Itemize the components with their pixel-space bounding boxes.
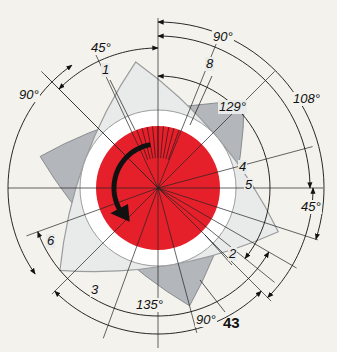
callout-number: 4 [238, 160, 247, 174]
callout-number: 1 [101, 63, 110, 77]
angle-dimension: 45° [90, 41, 112, 55]
angle-dimension: 90° [195, 313, 217, 327]
angle-dimension: 45° [300, 200, 322, 214]
angle-dimension: 108° [292, 92, 321, 106]
sector-line [153, 126, 156, 158]
sector-line [166, 128, 174, 159]
rotation-arrowhead [110, 204, 129, 222]
reference-line [158, 18, 159, 188]
reference-line [158, 188, 159, 348]
rotor [60, 62, 278, 272]
rotation-arrow [114, 145, 150, 210]
dimension-arc [8, 65, 72, 274]
angle-dimension: 129° [218, 100, 247, 114]
sector-line [168, 130, 179, 160]
reference-line [41, 71, 158, 188]
leader-line [200, 280, 225, 312]
reference-line [8, 188, 158, 189]
dimension-arc [55, 291, 261, 334]
callout-number: 3 [90, 283, 99, 297]
leader-line [110, 80, 135, 130]
dimension-arc [38, 232, 269, 316]
leader-line [190, 76, 212, 125]
reference-line [26, 188, 158, 236]
reference-line [158, 40, 218, 188]
reference-line [158, 188, 297, 268]
reference-line [158, 188, 275, 282]
dimension-arc [158, 36, 310, 188]
callout-number: 6 [46, 234, 55, 248]
dimension-arc [158, 22, 324, 239]
reference-line [52, 188, 158, 294]
dimension-arc [158, 76, 270, 258]
angle-dimension: 90° [212, 30, 234, 44]
reference-line [158, 188, 323, 189]
sector-line [158, 126, 159, 158]
callout-number: 2 [228, 247, 237, 261]
callout-number: 43 [222, 316, 241, 330]
callout-number: 8 [205, 57, 214, 71]
reference-line [158, 147, 313, 188]
callout-number: 5 [244, 178, 253, 192]
reference-line [158, 71, 275, 188]
sector-line [161, 126, 164, 158]
angle-dimension: 90° [18, 88, 40, 102]
reference-line [158, 188, 318, 240]
reference-line [95, 52, 158, 188]
sector-line [163, 127, 169, 159]
angle-dimension: 135° [135, 298, 164, 312]
